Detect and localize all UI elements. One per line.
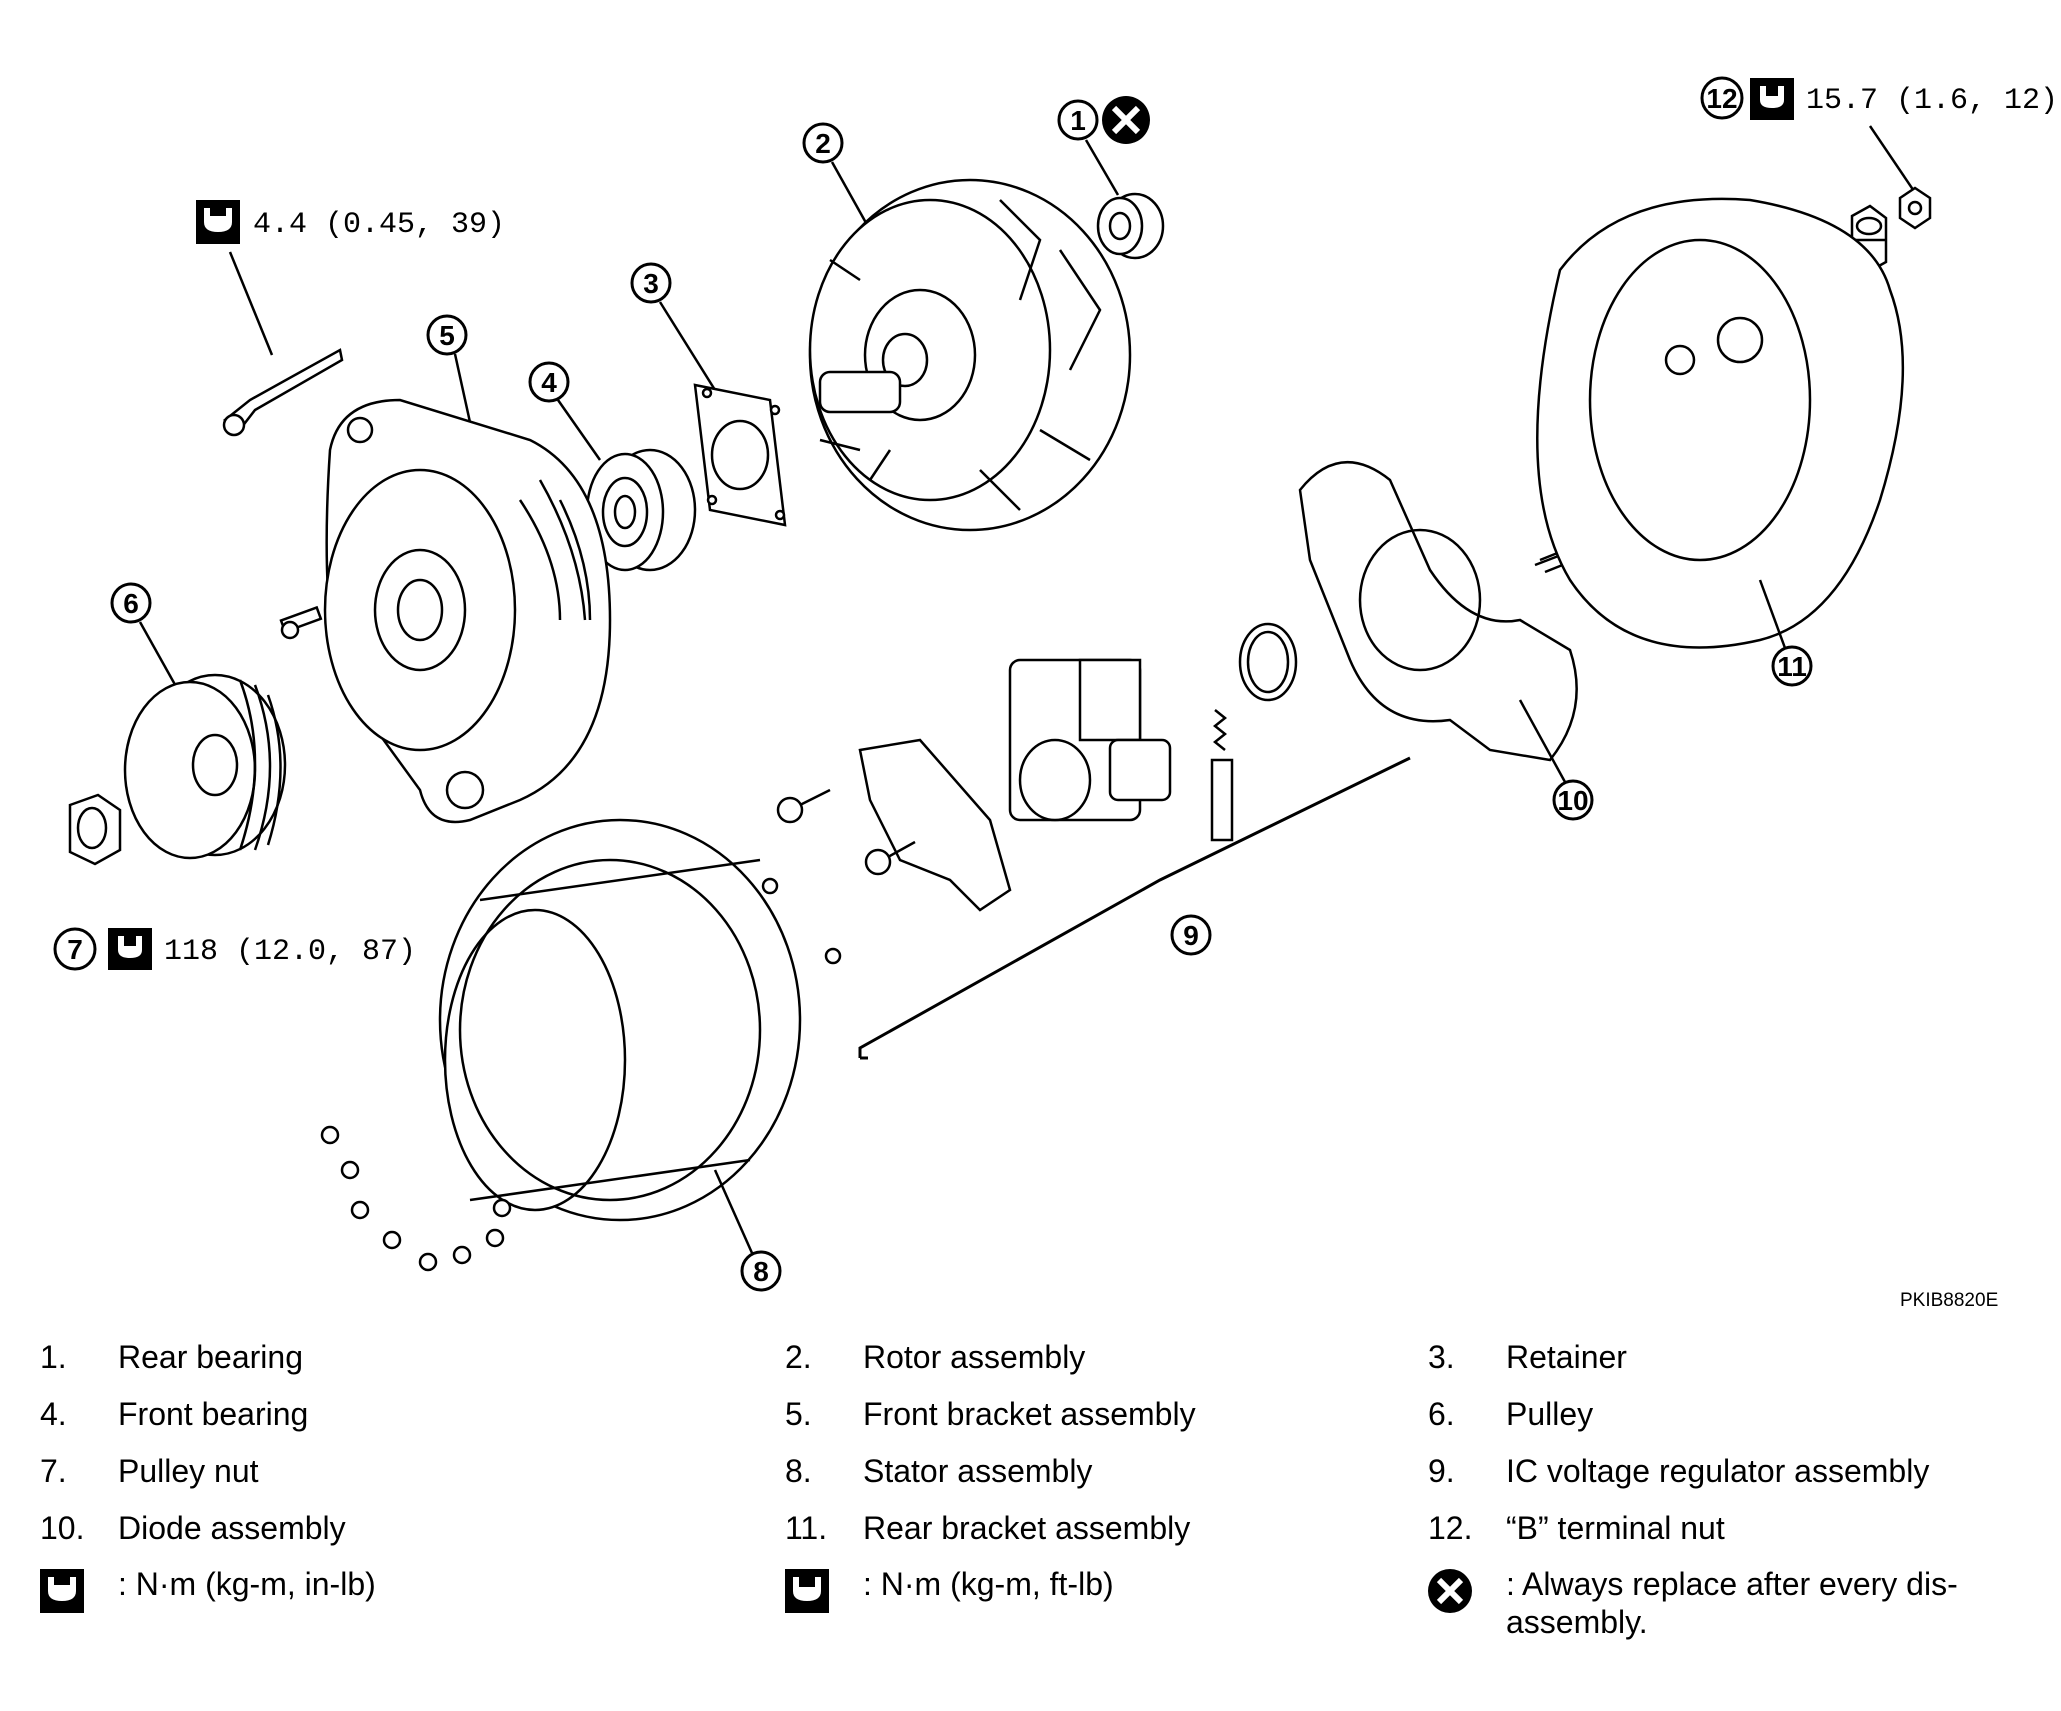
legend-label: Diode assembly [118, 1510, 346, 1546]
callout-2: 2 [802, 122, 872, 231]
callout-6: 6 [110, 582, 180, 691]
legend-num: 9. [1428, 1453, 1455, 1489]
legend-symbol-text: : N·m (kg-m, in-lb) [118, 1566, 376, 1602]
legend-label: Retainer [1506, 1339, 1627, 1375]
through-bolt [222, 348, 344, 437]
legend-num: 11. [785, 1510, 828, 1546]
torque-pulley-nut-label: 118 (12.0, 87) [164, 935, 416, 969]
legend-symbol-text: : Always replace after every dis-assembl… [1506, 1566, 1958, 1640]
number-4: 4 [541, 367, 557, 398]
callout-3: 3 [630, 262, 717, 391]
pulley-nut [68, 793, 122, 866]
legend-label: Front bearing [118, 1396, 309, 1432]
pulley [123, 673, 287, 860]
callout-7: 7 118 (12.0, 87) [53, 927, 416, 971]
legend-label: Rear bearing [118, 1339, 303, 1375]
front-bracket-assembly [323, 398, 612, 824]
number-7: 7 [67, 934, 83, 965]
legend-num: 5. [785, 1396, 812, 1432]
number-12: 12 [1706, 83, 1737, 114]
callout-torque-front-bolt: 4.4 (0.45, 39) [196, 200, 505, 356]
snap-ring [1238, 622, 1298, 702]
legend-num: 3. [1428, 1339, 1455, 1375]
number-11: 11 [1777, 651, 1807, 682]
legend-num: 7. [40, 1453, 67, 1489]
callout-8: 8 [713, 1169, 782, 1292]
legend-num: 1. [40, 1339, 67, 1375]
number-8: 8 [753, 1256, 769, 1287]
stator-assembly [438, 818, 802, 1222]
legend-label: Stator assembly [863, 1453, 1093, 1489]
rotor-assembly [808, 178, 1132, 532]
legend-label: Rear bracket assembly [863, 1510, 1191, 1546]
legend-label: Pulley [1506, 1396, 1594, 1432]
rear-bearing [1096, 192, 1165, 260]
leader-9 [858, 756, 1411, 1058]
number-10: 10 [1557, 785, 1588, 816]
bracket-screw [279, 605, 323, 640]
callout-9: 9 [1170, 914, 1212, 956]
legend-num: 4. [40, 1396, 67, 1432]
replace-x-icon [1428, 1569, 1472, 1613]
number-1: 1 [1070, 105, 1086, 136]
retainer [693, 383, 787, 527]
callout-1: 1 [1057, 96, 1150, 196]
legend-label: Front bracket assembly [863, 1396, 1196, 1432]
legend-num: 6. [1428, 1396, 1455, 1432]
number-2: 2 [815, 128, 831, 159]
torque-in-lb-icon [40, 1569, 84, 1613]
callout-10: 10 [1518, 699, 1594, 821]
stator-screws [320, 1125, 512, 1272]
legend-num: 2. [785, 1339, 812, 1375]
ic-voltage-regulator [858, 658, 1172, 912]
b-terminal-nut [1850, 186, 1932, 274]
rear-bracket-assembly [1536, 197, 1905, 649]
legend-label: “B” terminal nut [1506, 1510, 1725, 1546]
number-5: 5 [439, 320, 455, 351]
alternator-exploded-diagram: 12 15.7 (1.6, 12) 1 2 [53, 76, 2058, 1292]
parts-legend: 1. Rear bearing 2. Rotor assembly 3. Ret… [0, 1325, 2061, 1705]
legend-label: Pulley nut [118, 1453, 259, 1489]
callout-4: 4 [528, 361, 602, 461]
regulator-screws [761, 788, 916, 965]
figure-reference-code: PKIB8820E [1900, 1290, 1999, 1311]
callout-5: 5 [426, 314, 477, 446]
number-3: 3 [643, 268, 659, 299]
torque-front-bolt-label: 4.4 (0.45, 39) [253, 208, 505, 242]
callout-11: 11 [1758, 579, 1813, 687]
torque-ft-lb-icon [785, 1569, 829, 1613]
legend-num: 10. [40, 1510, 85, 1546]
legend-label: IC voltage regulator assembly [1506, 1453, 1930, 1489]
legend-label: Rotor assembly [863, 1339, 1086, 1375]
legend-num: 12. [1428, 1510, 1473, 1546]
legend-symbol-text: : N·m (kg-m, ft-lb) [863, 1566, 1114, 1602]
front-bearing [585, 448, 697, 572]
brush [1210, 709, 1234, 842]
number-6: 6 [123, 588, 139, 619]
legend-num: 8. [785, 1453, 812, 1489]
callout-12: 12 15.7 (1.6, 12) [1700, 76, 2058, 201]
number-9: 9 [1183, 920, 1199, 951]
torque-b-nut-label: 15.7 (1.6, 12) [1806, 84, 2058, 118]
